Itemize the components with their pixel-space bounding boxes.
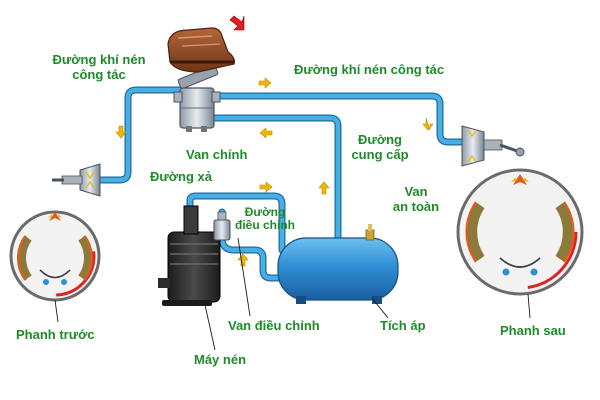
flow-arrows xyxy=(115,77,434,267)
flow-arrow-down-rear xyxy=(422,117,434,131)
label-control-line: Đường điều chỉnh xyxy=(228,206,302,232)
leader-lines xyxy=(54,237,531,351)
flow-arrow-right-1 xyxy=(258,77,272,89)
label-accumulator: Tích áp xyxy=(380,318,426,333)
compressor-shape xyxy=(158,205,221,306)
accumulator-tank-shape xyxy=(277,224,399,304)
flow-arrow-down-front xyxy=(115,125,127,139)
front-brake-assembly xyxy=(9,163,101,302)
rear-brake-assembly xyxy=(456,125,584,296)
label-pedal-work-line: Đường khí nén công tác xyxy=(44,52,154,82)
label-front-brake: Phanh trước xyxy=(16,327,95,342)
label-supply-line-2: cung cấp xyxy=(351,147,409,162)
label-pedal-work-line-2: công tác xyxy=(72,67,126,82)
flow-arrow-right-exhaust xyxy=(259,181,273,193)
label-supply-line-1: Đường xyxy=(358,132,402,147)
flow-arrow-up-control xyxy=(237,253,249,267)
main-valve-shape xyxy=(173,87,221,132)
label-regulator-valve: Van điều chỉnh xyxy=(228,318,320,333)
label-control-line-1: Đường xyxy=(244,205,286,219)
flow-arrow-up-supply xyxy=(318,181,330,195)
label-supply-line: Đường cung cấp xyxy=(340,132,420,162)
air-lines xyxy=(96,86,466,282)
label-safety-valve-1: Van xyxy=(404,184,428,199)
label-control-line-2: điều chỉnh xyxy=(235,218,295,232)
regulator-valve-shape xyxy=(213,211,231,241)
flow-arrow-left-1 xyxy=(259,127,273,139)
pedal-press-arrow-icon xyxy=(229,15,245,31)
label-compressor: Máy nén xyxy=(194,352,247,367)
label-exhaust-line: Đường xả xyxy=(150,169,212,184)
label-pedal-work-line-1: Đường khí nén xyxy=(52,52,146,67)
label-main-valve: Van chính xyxy=(186,147,248,162)
brake-pedal-boot-icon xyxy=(167,27,235,90)
label-safety-valve-2: an toàn xyxy=(392,199,440,214)
label-safety-valve: Van an toàn xyxy=(384,184,448,214)
label-rear-brake: Phanh sau xyxy=(500,323,566,338)
label-work-line-top: Đường khí nén công tác xyxy=(294,62,445,77)
